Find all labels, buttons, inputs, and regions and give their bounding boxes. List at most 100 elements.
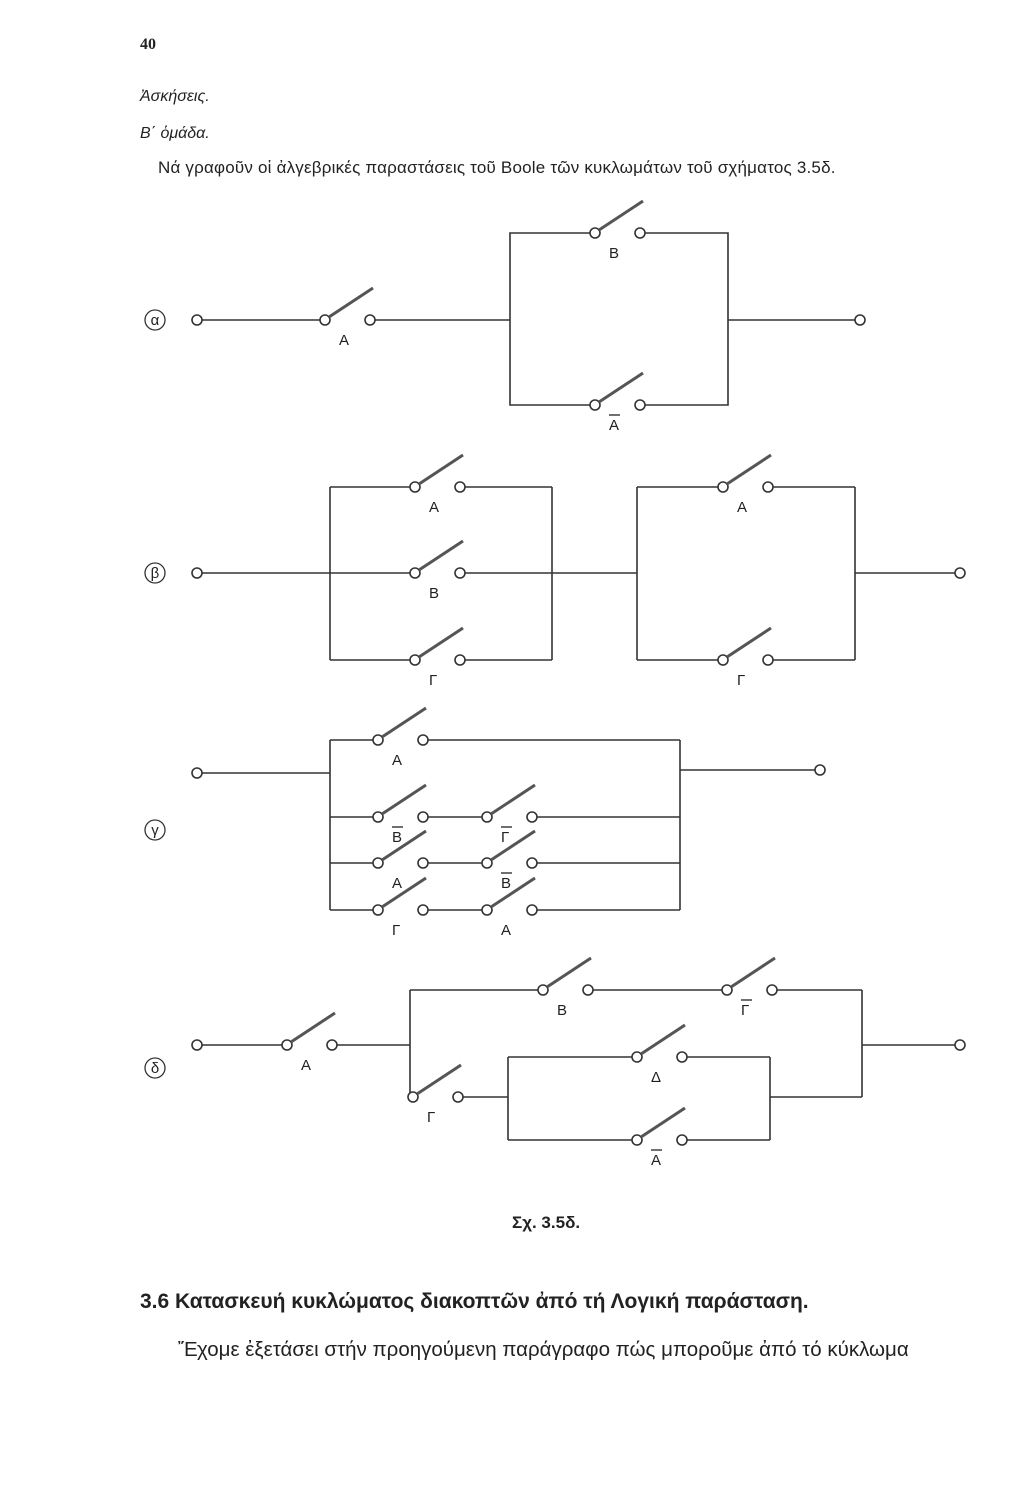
switch-label: Γ	[501, 829, 509, 846]
switch: B	[589, 199, 646, 262]
switch-contact	[589, 399, 601, 411]
switch-label: B	[557, 1002, 567, 1019]
circuit-marker-circle	[144, 309, 166, 331]
circuit-marker-circle	[144, 819, 166, 841]
switch-contact	[364, 314, 376, 326]
switch-contact	[631, 1134, 643, 1146]
switch: A	[631, 1106, 688, 1169]
switch-lever	[416, 1063, 462, 1096]
switch-lever	[640, 1106, 686, 1139]
switch-contact	[526, 811, 538, 823]
switch: Γ	[721, 956, 778, 1019]
switch: Γ	[372, 876, 429, 939]
switch-contact	[452, 1091, 464, 1103]
switch-contact	[631, 1051, 643, 1063]
switch: A	[372, 829, 429, 892]
terminal	[814, 764, 826, 776]
switch-contact	[417, 811, 429, 823]
switch-label: A	[651, 1152, 661, 1169]
switch: Γ	[409, 626, 466, 689]
switch: B	[372, 783, 429, 846]
switch-contact	[582, 984, 594, 996]
switch-contact	[762, 654, 774, 666]
switch-lever	[640, 1023, 686, 1056]
circuit-marker: γ	[151, 822, 159, 839]
switch-contact	[454, 567, 466, 579]
switch-label: B	[392, 829, 402, 846]
switch: A	[319, 286, 376, 349]
switch-lever	[290, 1011, 336, 1044]
circuit-marker: α	[151, 312, 160, 329]
terminal	[954, 1039, 966, 1051]
switch-contact	[326, 1039, 338, 1051]
switch-lever	[381, 783, 427, 816]
group-heading: Β΄ ὁμάδα.	[140, 125, 210, 142]
switch-label: A	[301, 1057, 311, 1074]
switch-label: A	[501, 922, 511, 939]
body-paragraph: Ἔχομε ἐξετάσει στήν προηγούμενη παράγραφ…	[178, 1338, 909, 1361]
wire	[645, 232, 729, 406]
switch-contact	[537, 984, 549, 996]
switch: A	[589, 371, 646, 434]
switch-contact	[372, 857, 384, 869]
switch-contact	[319, 314, 331, 326]
switch: Δ	[631, 1023, 688, 1086]
switch-lever	[418, 539, 464, 572]
wire	[509, 232, 595, 406]
switch-label: B	[609, 245, 619, 262]
switch-contact	[407, 1091, 419, 1103]
switch-contact	[762, 481, 774, 493]
switch-label: Γ	[392, 922, 400, 939]
switch-contact	[721, 984, 733, 996]
switch-label: B	[501, 875, 511, 892]
switch-label: A	[429, 499, 439, 516]
switch-contact	[409, 567, 421, 579]
switch-lever	[490, 829, 536, 862]
switch-contact	[717, 654, 729, 666]
switch-contact	[717, 481, 729, 493]
page-number: 40	[140, 36, 156, 53]
switch-contact	[676, 1134, 688, 1146]
switch-contact	[409, 654, 421, 666]
figure-caption: Σχ. 3.5δ.	[512, 1213, 581, 1232]
switch-contact	[634, 227, 646, 239]
switch-label: A	[392, 752, 402, 769]
switch-lever	[328, 286, 374, 319]
switch-lever	[490, 876, 536, 909]
switch: A	[717, 453, 774, 516]
switch-label: A	[339, 332, 349, 349]
switch-label: Γ	[741, 1002, 749, 1019]
terminal	[191, 767, 203, 779]
switch-contact	[454, 481, 466, 493]
terminal	[191, 314, 203, 326]
switch: B	[537, 956, 594, 1019]
section-heading: 3.6 Κατασκευή κυκλώματος διακοπτῶν ἀπό τ…	[140, 1290, 809, 1313]
switch: A	[281, 1011, 338, 1074]
switch-contact	[481, 811, 493, 823]
switch-contact	[454, 654, 466, 666]
switch-lever	[598, 199, 644, 232]
switch-label: Γ	[427, 1109, 435, 1126]
switch-label: A	[609, 417, 619, 434]
switch-lever	[726, 626, 772, 659]
exercise-instruction: Νά γραφοῦν οἱ ἀλγεβρικές παραστάσεις τοῦ…	[158, 158, 836, 177]
switch-contact	[481, 904, 493, 916]
switch: A	[372, 706, 429, 769]
switch-contact	[526, 904, 538, 916]
switch-lever	[418, 626, 464, 659]
switch-label: Γ	[429, 672, 437, 689]
circuit-marker-circle	[144, 562, 166, 584]
switch-label: B	[429, 585, 439, 602]
switch-lever	[490, 783, 536, 816]
terminal	[191, 1039, 203, 1051]
switch-contact	[481, 857, 493, 869]
switch-lever	[381, 706, 427, 739]
switch-lever	[730, 956, 776, 989]
switch-contact	[372, 904, 384, 916]
switch: Γ	[481, 783, 538, 846]
switch-contact	[417, 734, 429, 746]
switch-contact	[409, 481, 421, 493]
switch-contact	[372, 734, 384, 746]
switch-lever	[418, 453, 464, 486]
